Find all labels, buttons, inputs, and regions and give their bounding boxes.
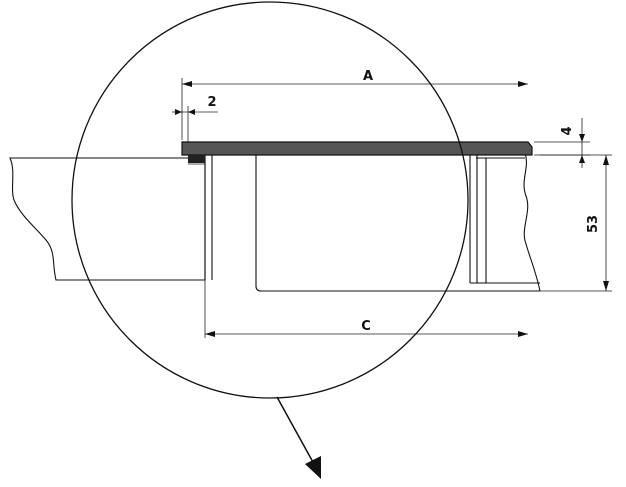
dimension-gap: 2 — [172, 95, 218, 142]
dimension-top-thickness: 4 — [534, 118, 590, 168]
left-countertop-section — [9, 157, 206, 281]
dimension-c: C — [204, 280, 528, 338]
worktop-plate — [181, 141, 533, 163]
label-a: A — [363, 69, 373, 84]
label-top-thickness: 4 — [560, 126, 575, 135]
right-unit-body — [204, 152, 541, 292]
seal-block — [188, 155, 205, 163]
arrow-down-right-icon — [276, 396, 321, 479]
dimension-a: A — [181, 69, 528, 140]
label-c: C — [361, 319, 371, 334]
dimension-height: 53 — [540, 154, 612, 292]
magnifier-circle-icon — [71, 1, 469, 399]
label-gap: 2 — [207, 95, 216, 110]
label-height: 53 — [586, 215, 601, 233]
